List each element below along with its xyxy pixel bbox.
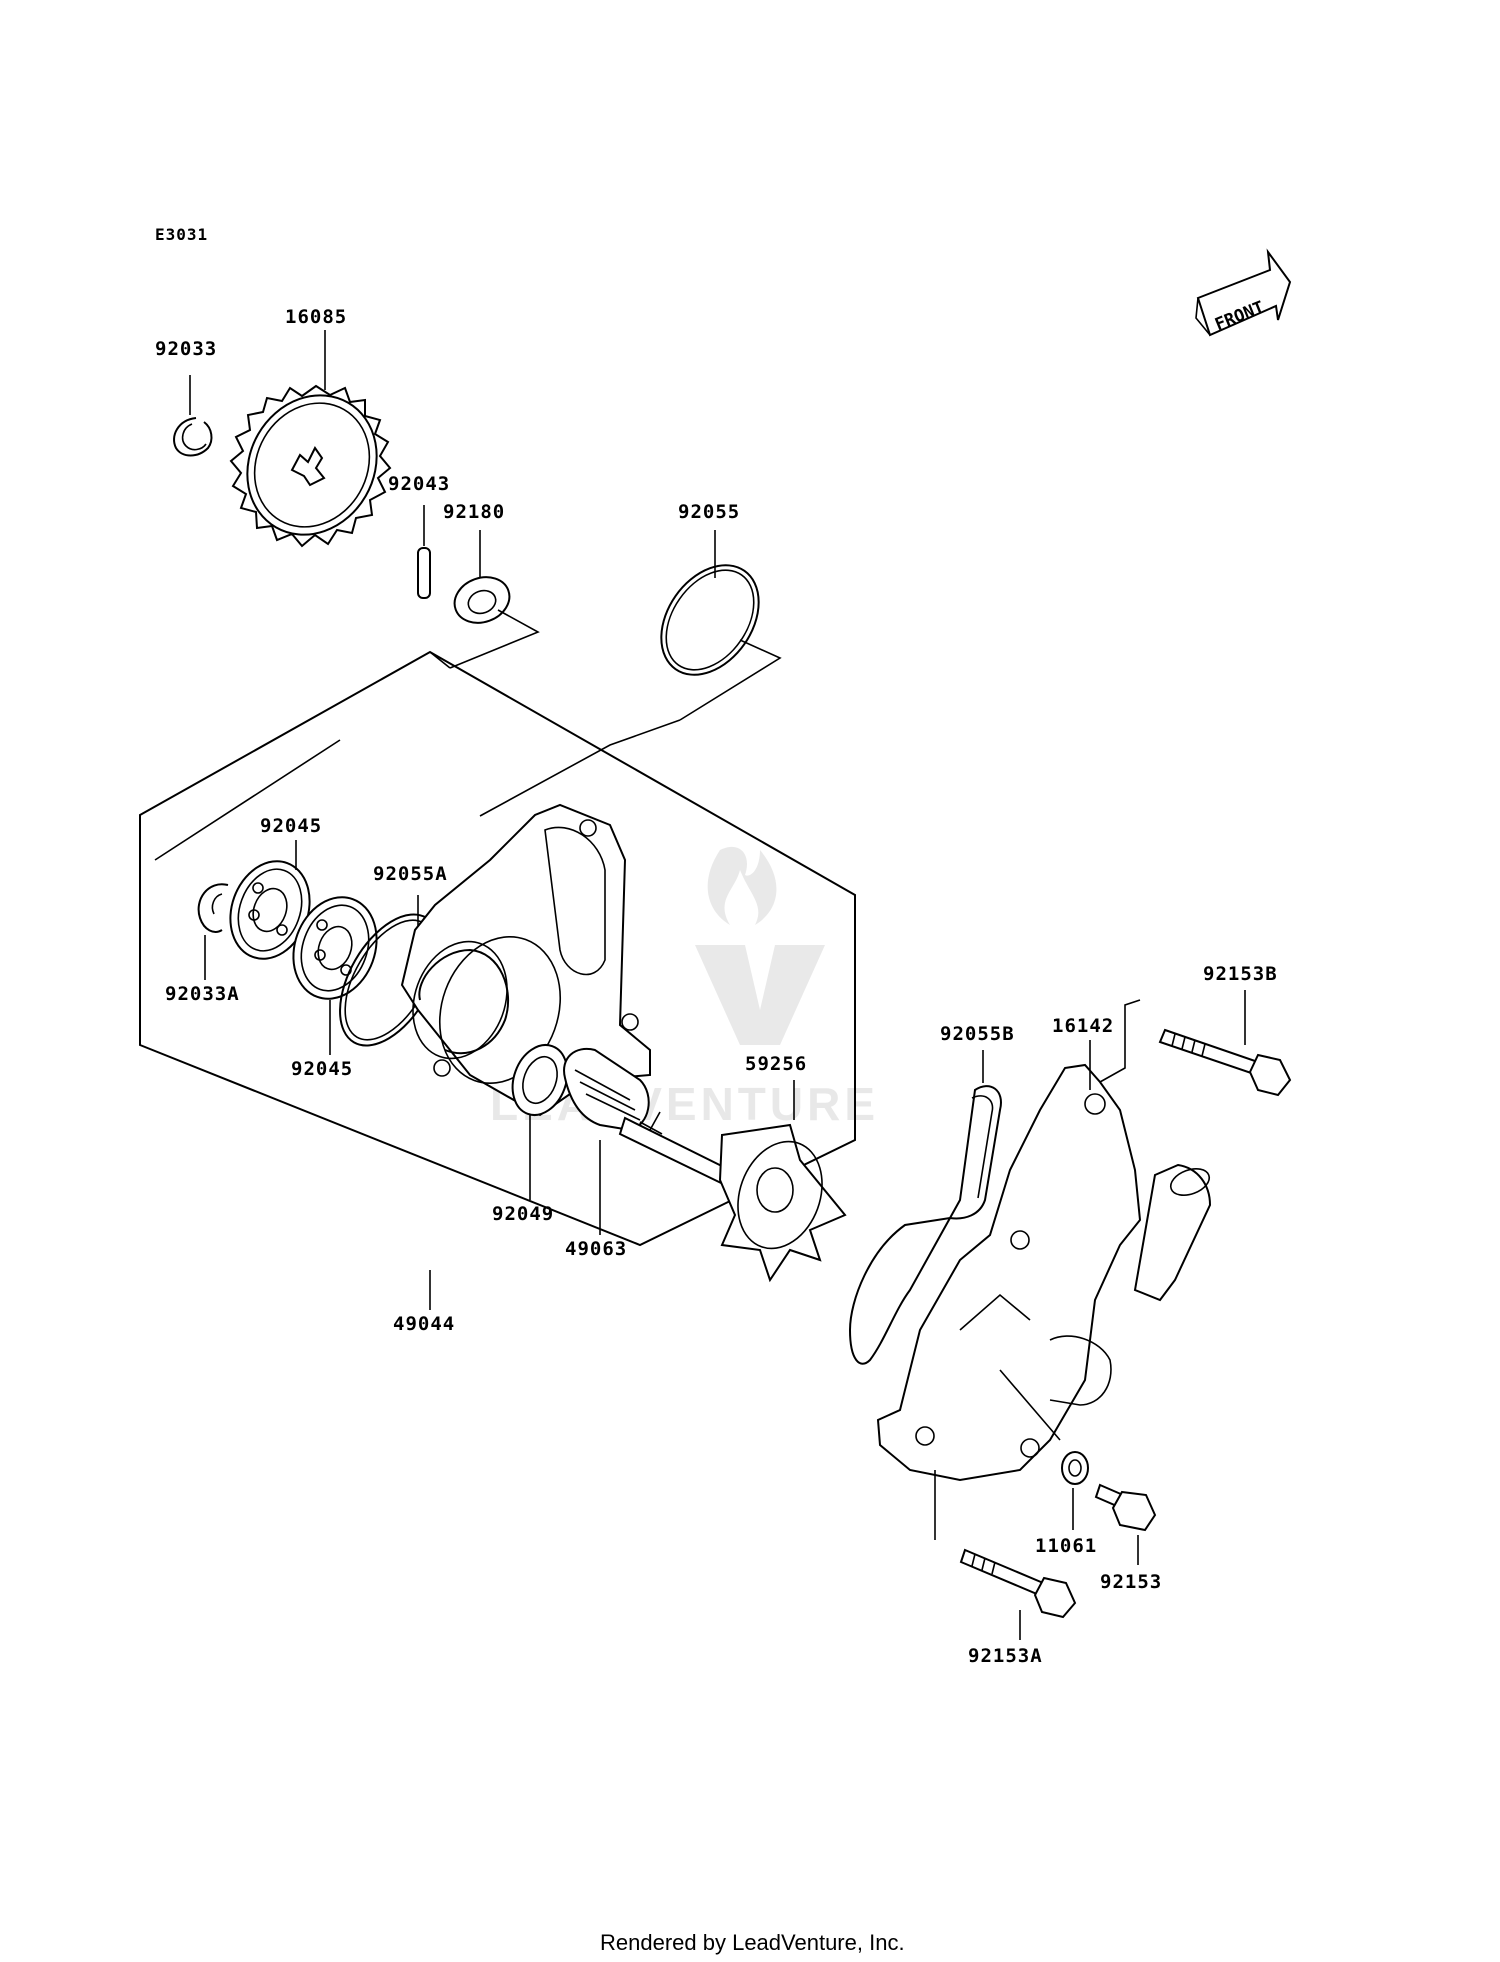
- gear-16085: [229, 330, 392, 548]
- part-label-92033: 92033: [155, 338, 217, 360]
- front-label: FRONT: [1212, 297, 1267, 335]
- part-label-92055A: 92055A: [373, 863, 448, 885]
- pin-92043: [417, 505, 431, 599]
- part-label-92045-top: 92045: [260, 815, 322, 837]
- bolt-92153B: [1158, 990, 1292, 1097]
- seal-92049: [511, 1044, 569, 1200]
- assembly-box-49044: [139, 650, 856, 1310]
- circlip-92033A: [197, 883, 229, 980]
- mechanical-seal-49063: [563, 1047, 650, 1235]
- gasket-92055B: [848, 1050, 1002, 1365]
- bolt-92153A: [934, 1470, 1077, 1640]
- o-ring-92055: [660, 530, 782, 721]
- pump-cover-16142: [876, 999, 1212, 1482]
- bolt-92153: [1094, 1483, 1157, 1565]
- washer-92180: [449, 530, 540, 669]
- part-label-92033A: 92033A: [165, 983, 240, 1005]
- part-label-92055B: 92055B: [940, 1023, 1015, 1045]
- impeller-59256: [718, 1080, 847, 1283]
- part-label-16142: 16142: [1052, 1015, 1114, 1037]
- part-label-49063: 49063: [565, 1238, 627, 1260]
- washer-11061: [1061, 1451, 1089, 1530]
- diagram-code: E3031: [155, 225, 208, 244]
- bearing-92045-inner: [292, 896, 378, 1055]
- circlip-92033: [173, 375, 213, 457]
- part-label-49044: 49044: [393, 1313, 455, 1335]
- part-label-92043: 92043: [388, 473, 450, 495]
- part-label-92153A: 92153A: [968, 1645, 1043, 1667]
- footer-credit: Rendered by LeadVenture, Inc.: [600, 1930, 905, 1955]
- part-label-11061: 11061: [1035, 1535, 1097, 1557]
- part-label-92153: 92153: [1100, 1571, 1162, 1593]
- part-label-92055: 92055: [678, 501, 740, 523]
- part-label-92049: 92049: [492, 1203, 554, 1225]
- bearing-92045-outer: [229, 840, 311, 960]
- part-label-92045-bottom: 92045: [291, 1058, 353, 1080]
- part-label-92180: 92180: [443, 501, 505, 523]
- part-label-16085: 16085: [285, 306, 347, 328]
- part-label-92153B: 92153B: [1203, 963, 1278, 985]
- front-direction-arrow: FRONT: [1195, 248, 1292, 337]
- part-label-59256: 59256: [745, 1053, 807, 1075]
